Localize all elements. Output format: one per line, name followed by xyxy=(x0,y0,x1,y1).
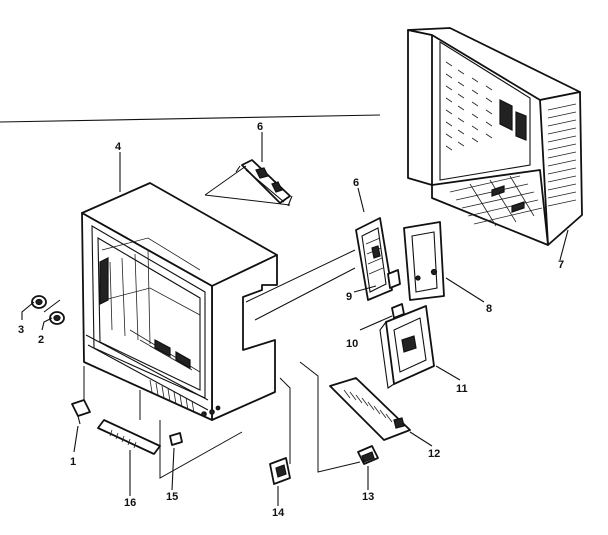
callout-10: 10 xyxy=(346,338,358,350)
callout-3: 3 xyxy=(18,324,24,336)
knob-3 xyxy=(31,295,47,309)
callout-14: 14 xyxy=(272,507,285,519)
callout-6-top: 6 xyxy=(257,121,263,133)
callout-11: 11 xyxy=(456,383,468,395)
callout-13: 13 xyxy=(362,491,374,503)
front-clip xyxy=(71,399,91,425)
back-cover xyxy=(407,27,583,246)
small-button xyxy=(169,432,183,446)
small-bracket xyxy=(269,457,291,485)
callout-6-mid: 6 xyxy=(353,177,359,189)
callout-7: 7 xyxy=(558,259,564,271)
clip-part xyxy=(387,269,401,289)
callout-1: 1 xyxy=(70,456,76,468)
top-bracket xyxy=(235,159,293,207)
callout-9: 9 xyxy=(346,291,352,303)
separator-line xyxy=(0,114,381,123)
callout-12: 12 xyxy=(428,448,440,460)
callout-4: 4 xyxy=(115,141,122,153)
knob-2 xyxy=(49,311,65,325)
control-bezel xyxy=(97,419,161,455)
callout-15: 15 xyxy=(166,491,178,503)
callout-2: 2 xyxy=(38,334,44,346)
control-board xyxy=(329,377,411,441)
callout-16: 16 xyxy=(124,497,136,509)
front-cabinet xyxy=(81,182,278,421)
mid-panel xyxy=(355,217,393,301)
callout-8: 8 xyxy=(486,303,492,315)
mount-bracket xyxy=(379,305,435,389)
knob-cap xyxy=(357,445,379,465)
right-frame xyxy=(403,221,445,301)
